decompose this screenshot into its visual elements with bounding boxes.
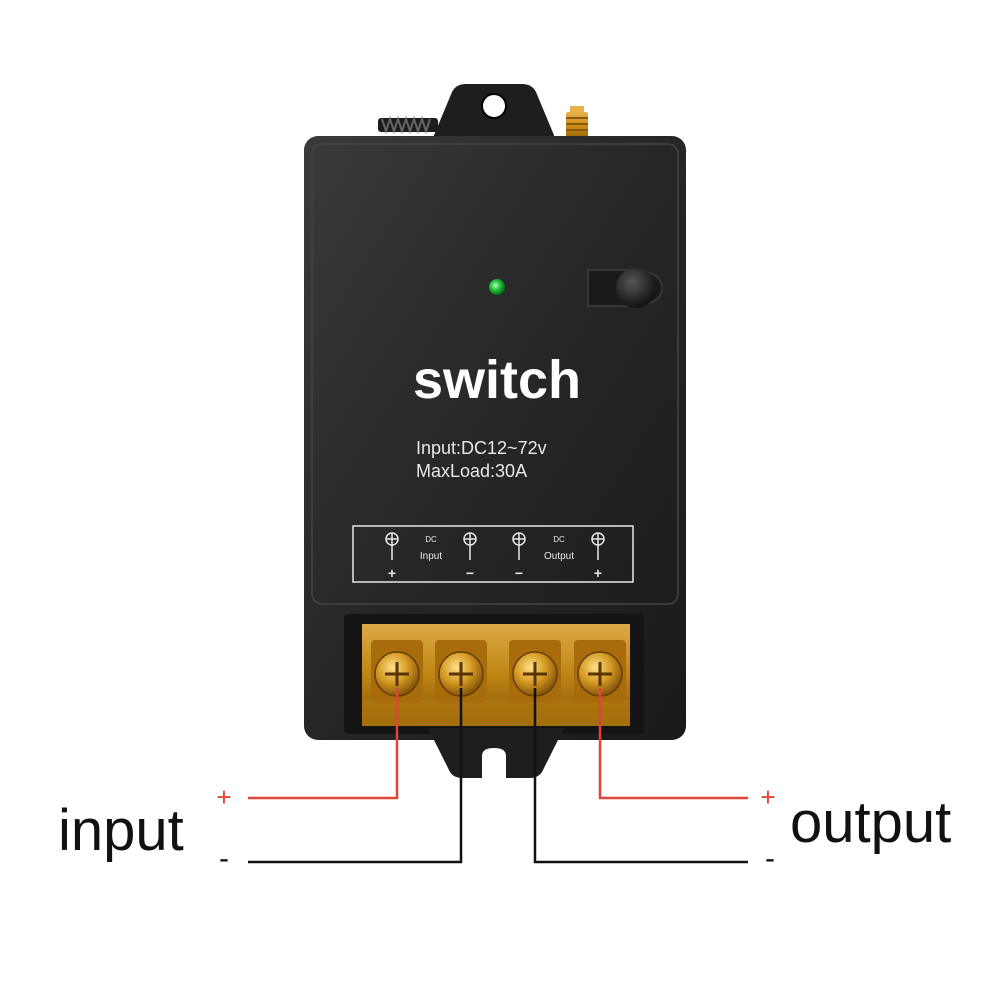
output-terminal-label: Output [544,551,574,562]
antenna-connector [566,106,588,142]
terminal-symbol-3 [512,532,526,560]
output-minus-sign: - [765,842,775,875]
screw-terminal-4[interactable] [574,640,626,702]
spec-input-label: Input:DC12~72v [416,438,547,458]
screw-terminal-2[interactable] [435,640,487,702]
brand-label: switch [413,350,581,410]
output-label: output [790,790,951,855]
output-negative-wire [533,688,748,864]
top-mounting-tab [432,84,556,140]
antenna-spring [378,115,438,135]
status-led [489,279,505,295]
input-positive-wire [248,688,399,800]
terminal-symbol-1 [385,532,399,560]
bottom-mounting-tab [428,728,564,778]
input-terminal-label: Input [420,551,442,562]
terminal-polarity-3: − [515,565,523,581]
terminal-polarity-2: − [466,565,474,581]
terminal-polarity-4: + [594,565,602,581]
screw-terminal-1[interactable] [371,640,423,702]
input-dc-label: DC [425,535,437,544]
output-positive-wire [598,688,748,800]
learn-button[interactable] [587,268,663,308]
wires [248,688,748,864]
terminal-symbol-4 [591,532,605,560]
terminal-block [344,614,644,734]
terminal-polarity-1: + [388,565,396,581]
spec-load-label: MaxLoad:30A [416,461,527,481]
terminal-symbol-2 [463,532,477,560]
input-negative-wire [248,688,463,864]
screw-terminal-3[interactable] [509,640,561,702]
input-minus-sign: - [219,842,229,875]
input-plus-sign: + [216,782,231,812]
input-label: input [58,798,184,863]
output-plus-sign: + [760,782,775,812]
terminal-symbols [385,532,605,560]
output-dc-label: DC [553,535,565,544]
terminal-panel: DC Input DC Output + − − + [352,525,634,583]
